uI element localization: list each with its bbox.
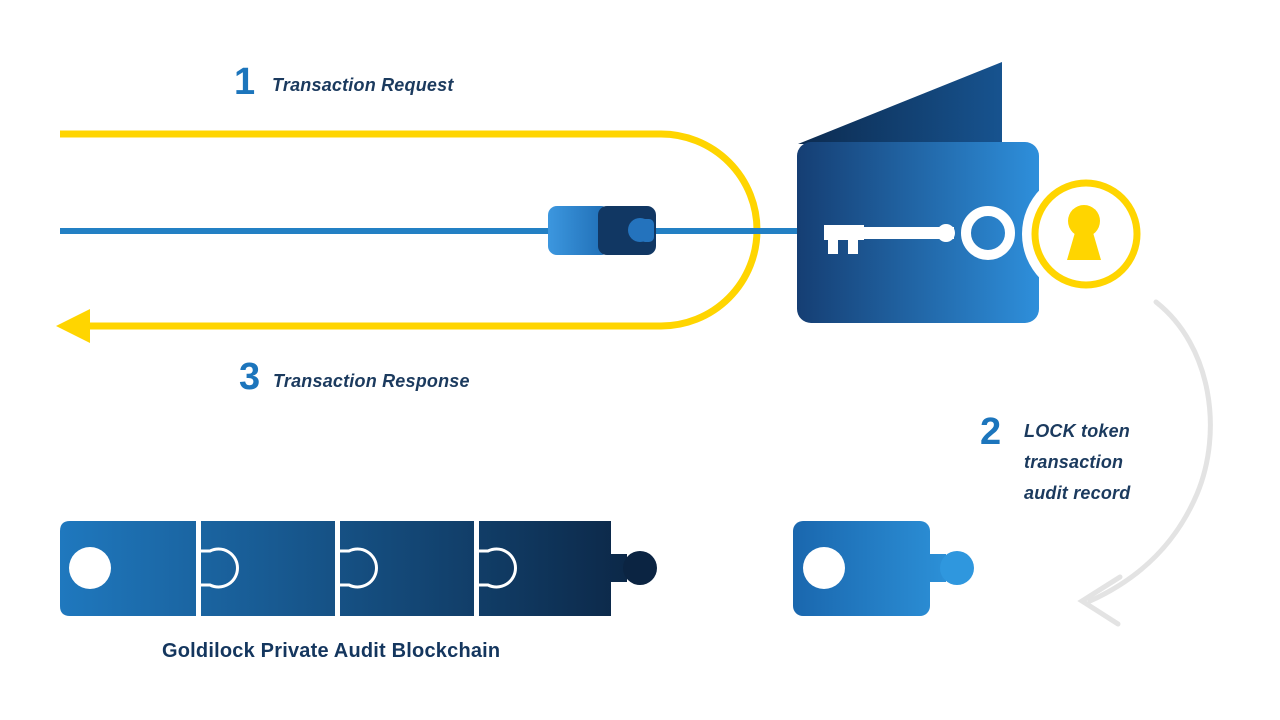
audit-arrow-icon: [1077, 299, 1213, 627]
step1-number: 1: [234, 61, 256, 103]
chain-socket-hole: [69, 547, 111, 589]
step2-line-2: transaction: [1024, 452, 1124, 472]
token-connector-icon: [548, 206, 656, 255]
step3-number: 3: [239, 356, 261, 398]
step2-number: 2: [980, 411, 1002, 453]
blockchain-icon: [60, 521, 657, 616]
key-icon: [824, 206, 1015, 260]
token-socket-hole: [803, 547, 845, 589]
response-arrowhead-icon: [56, 309, 90, 343]
step2-line-3: audit record: [1024, 483, 1131, 503]
wallet-flap: [798, 62, 1002, 144]
step1-label: Transaction Request: [272, 75, 454, 95]
step3-label: Transaction Response: [273, 371, 470, 391]
blockchain-caption: Goldilock Private Audit Blockchain: [162, 640, 501, 662]
lock-token-icon: [793, 521, 974, 616]
wallet-icon: [797, 62, 1150, 323]
step2-line-1: LOCK token: [1024, 421, 1131, 441]
step2-label: LOCK token transaction audit record: [1024, 416, 1130, 509]
keyhole-icon: [1031, 179, 1141, 289]
